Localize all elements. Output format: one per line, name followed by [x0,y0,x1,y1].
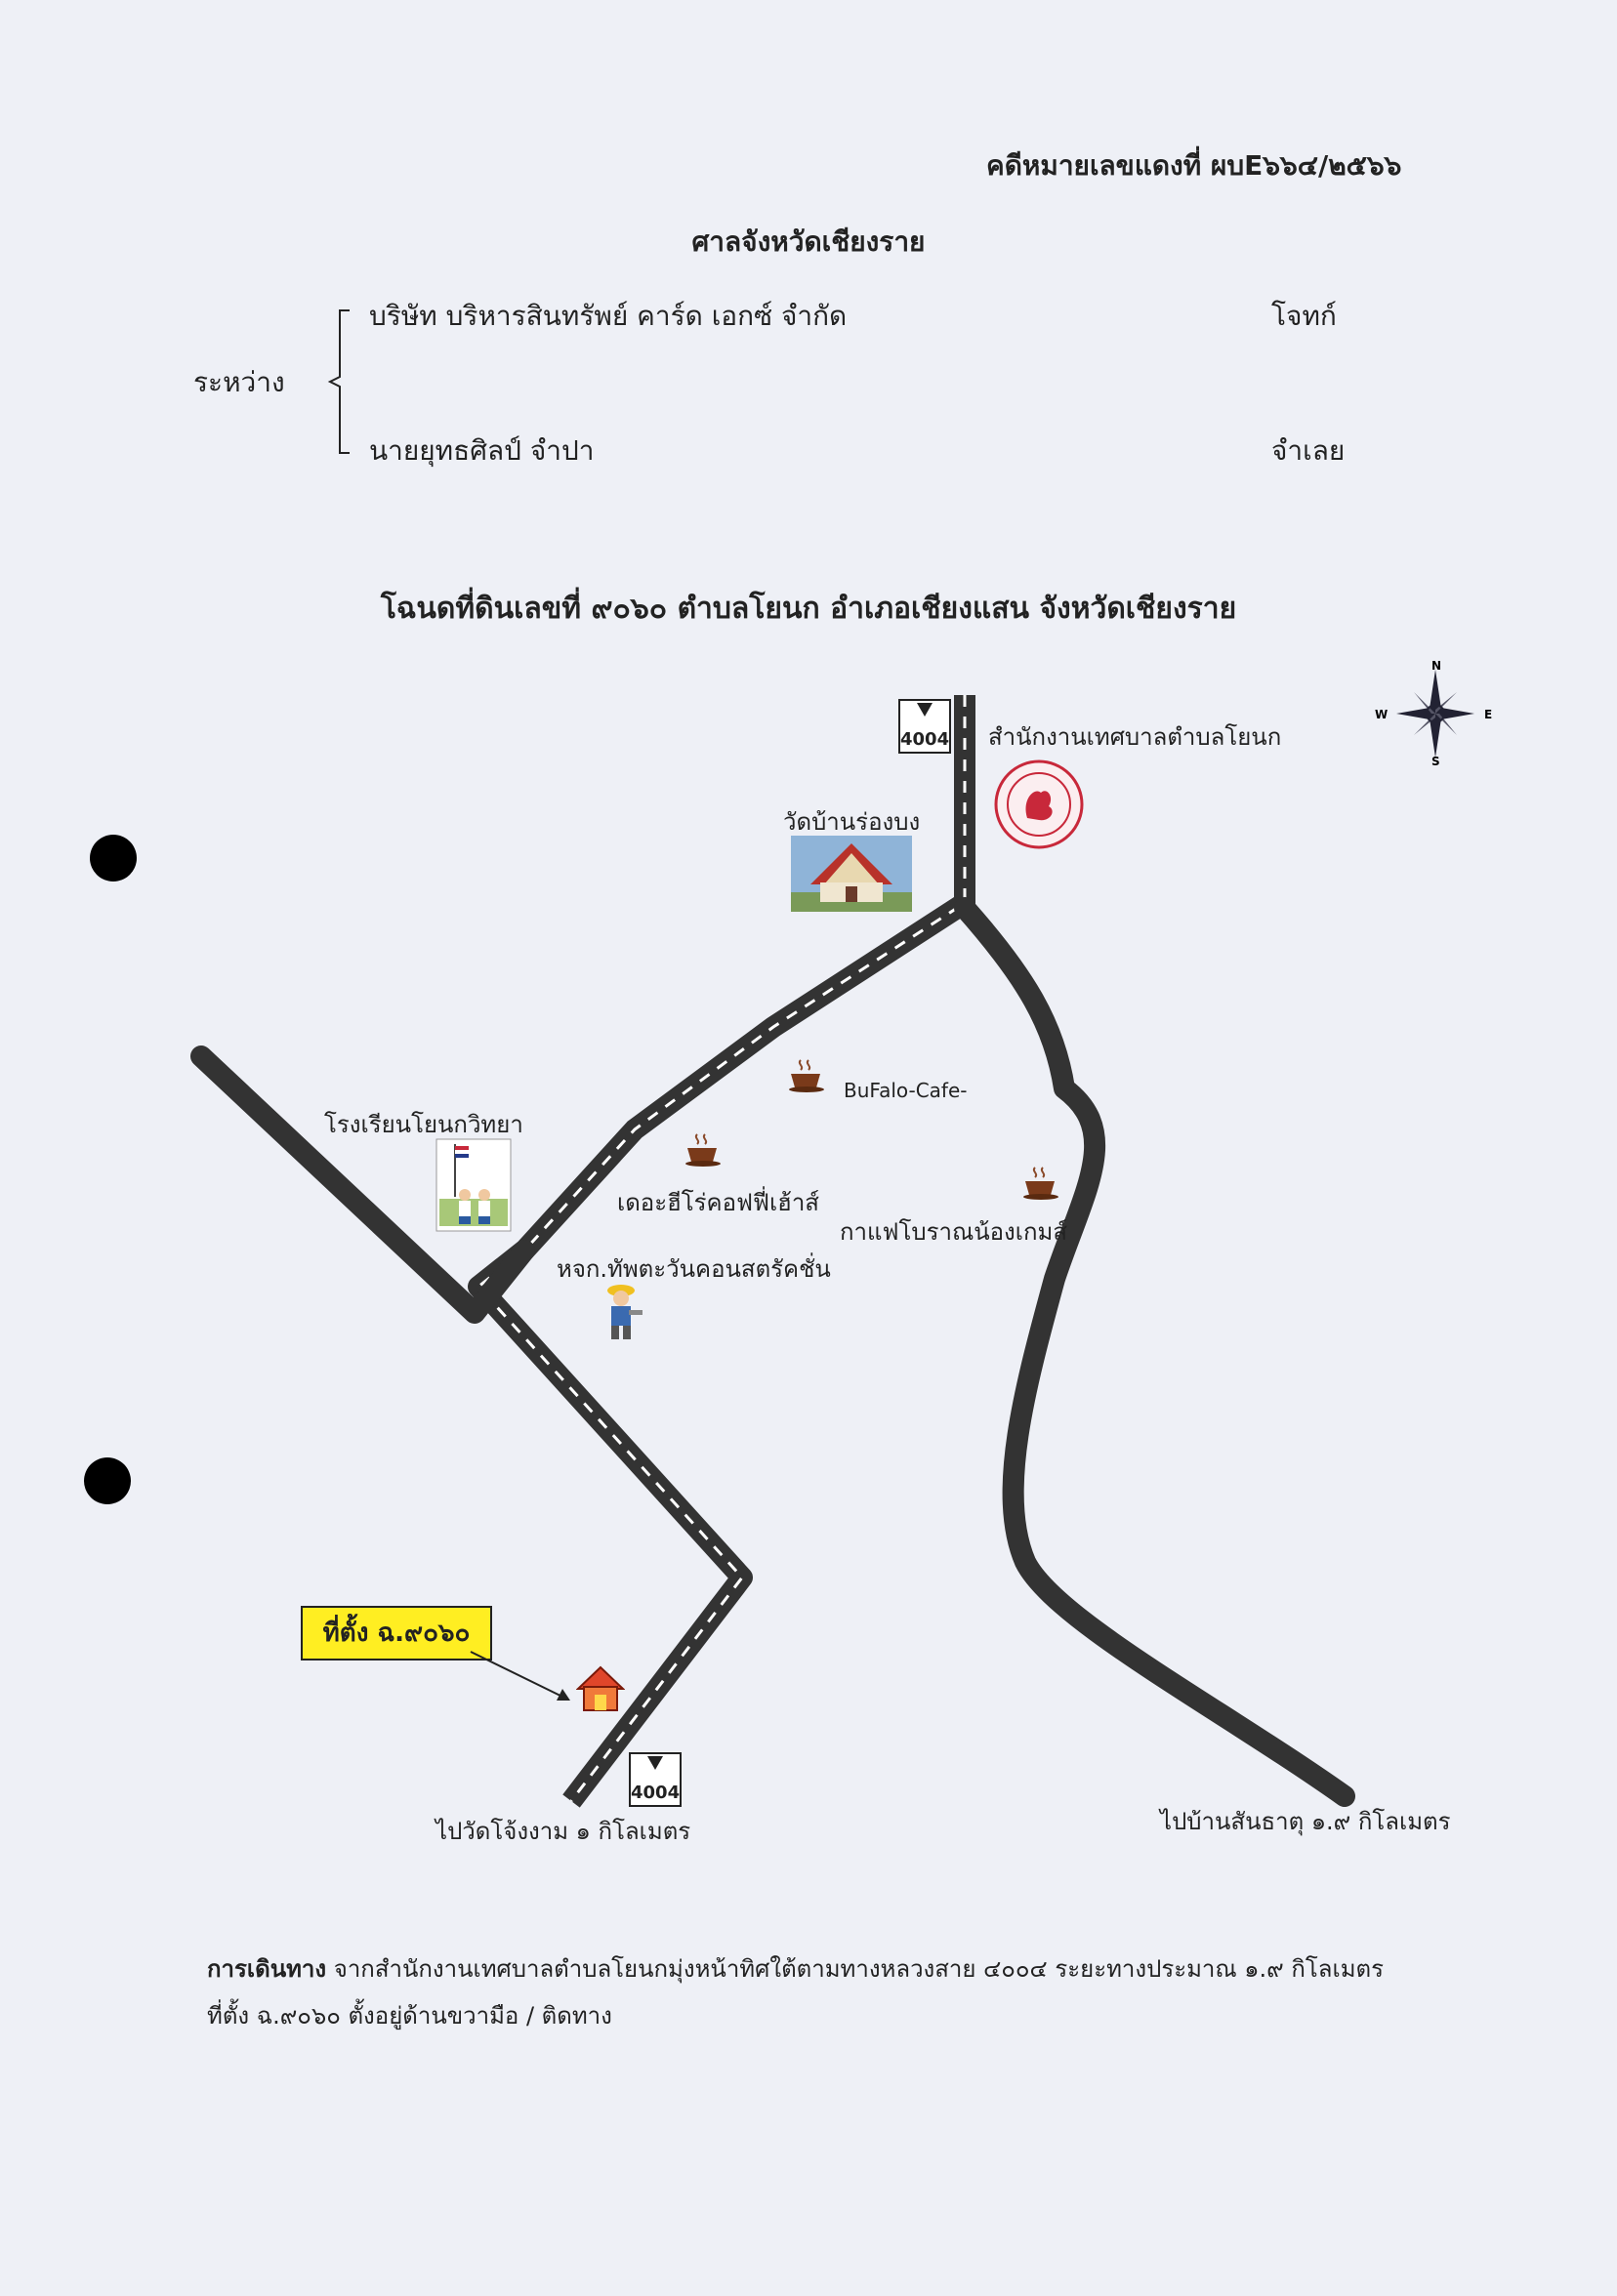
coffee-cup-icon [685,1133,721,1167]
map-title: โฉนดที่ดินเลขที่ ๙๐๖๐ ตำบลโยนก อำเภอเชีย… [380,592,1237,626]
location-box: ที่ตั้ง ฉ.๙๐๖๐ [301,1606,492,1660]
highway-4004 [468,695,975,1808]
label-company: หจก.ทัพตะวันคอนสตรัคชั่น [557,1255,831,1283]
label-cafe-buffalo: BuFalo-Cafe- [844,1079,968,1102]
defendant-name: นายยุทธศิลป์ จำปา [369,434,595,467]
compass-rose: N S W E [1375,660,1492,767]
label-destination-right: ไปบ้านสันธาตุ ๑.๙ กิโลเมตร [1160,1808,1451,1835]
label-municipal-office: สำนักงานเทศบาลตำบลโยนก [988,723,1282,751]
route-description: การเดินทาง จากสำนักงานเทศบาลตำบลโยนกมุ่ง… [207,1946,1384,2039]
shield-emblem-icon [917,703,933,717]
party-bracket [327,309,350,454]
plaintiff-name: บริษัท บริหารสินทรัพย์ คาร์ด เอกซ์ จำกัด [369,300,848,332]
label-destination-left: ไปวัดโจ้งงาม ๑ กิโลเมตร [435,1818,691,1845]
plaintiff-role: โจทก์ [1271,300,1337,332]
municipal-seal-icon [994,759,1084,849]
route-line-2: ที่ตั้ง ฉ.๙๐๖๐ ตั้งอยู่ด้านขวามือ / ติดท… [207,2002,612,2030]
label-school: โรงเรียนโยนกวิทยา [324,1111,523,1138]
road-shield-bottom: 4004 [629,1752,682,1807]
location-arrow [470,1651,570,1701]
binder-hole-bottom [84,1457,131,1504]
court-name: ศาลจังหวัดเชียงราย [691,226,926,258]
route-line-1: การเดินทาง จากสำนักงานเทศบาลตำบลโยนกมุ่ง… [207,1946,1384,1992]
label-temple: วัดบ้านร่องบง [783,808,921,836]
compass-w: W [1375,708,1388,721]
case-number: คดีหมายเลขแดงที่ ผบE๖๖๔/๒๕๖๖ [986,149,1402,182]
compass-e: E [1484,708,1492,721]
road-shield-top: 4004 [898,699,951,754]
road-northwest [190,1046,535,1324]
route-label: การเดินทาง [207,1955,327,1983]
compass-n: N [1431,660,1441,673]
coffee-cup-icon [789,1059,824,1092]
compass-star-icon [1396,670,1474,758]
label-cafe-hero: เดอะฮีโร่คอฟฟี่เฮ้าส์ [617,1189,819,1216]
temple-photo-icon [791,836,912,912]
worker-icon [607,1285,643,1339]
road-shield-top-number: 4004 [900,729,950,750]
label-cafe-boran: กาแฟโบราณน้องเกมส์ [840,1218,1067,1246]
house-icon [576,1665,625,1711]
road-shield-bottom-number: 4004 [631,1783,681,1803]
between-label: ระหว่าง [193,366,285,398]
route-text-1: จากสำนักงานเทศบาลตำบลโยนกมุ่งหน้าทิศใต้ต… [333,1955,1385,1983]
defendant-role: จำเลย [1271,434,1346,467]
road-east [954,897,1355,1807]
coffee-cup-icon [1023,1167,1058,1200]
compass-s: S [1431,755,1440,767]
shield-emblem-icon [647,1756,663,1770]
binder-hole-top [90,835,137,882]
school-icon [435,1138,512,1232]
